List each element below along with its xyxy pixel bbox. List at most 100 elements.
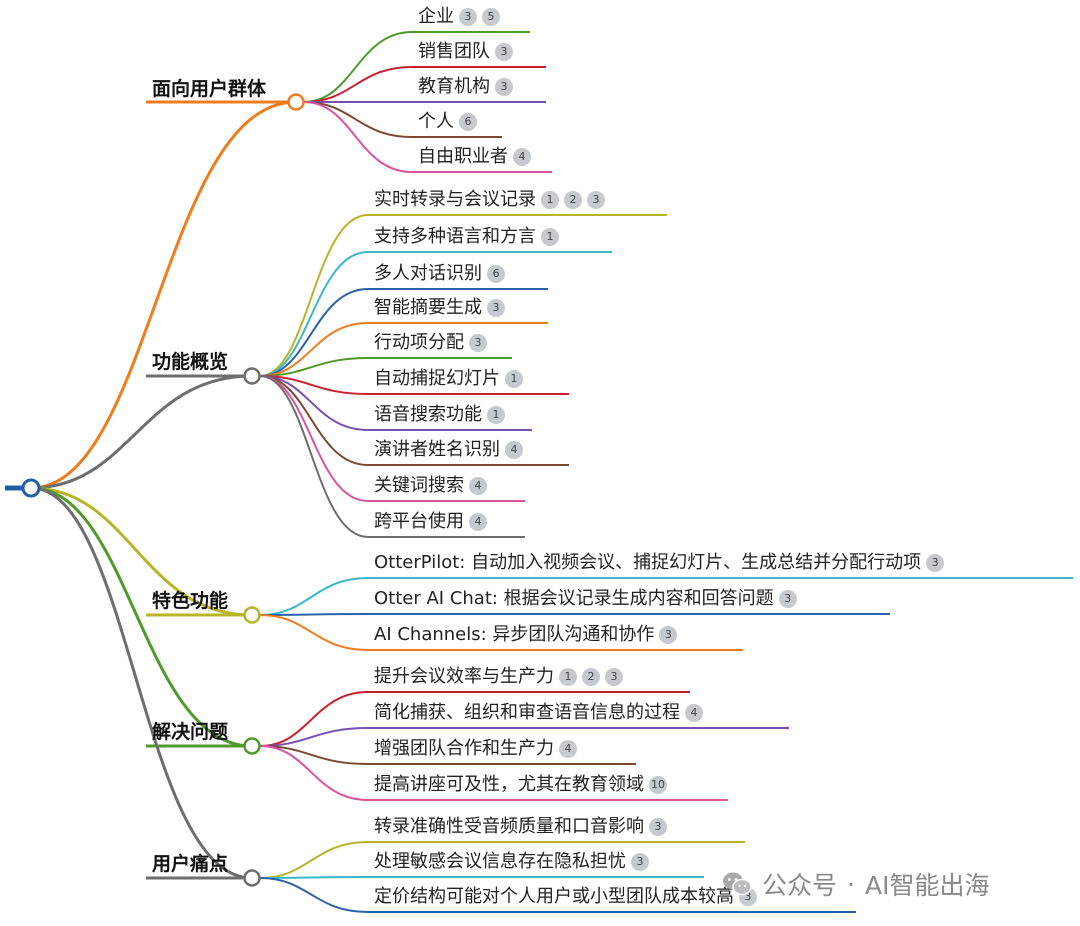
reference-badge: 5 bbox=[482, 8, 500, 26]
leaf-node[interactable]: 处理敏感会议信息存在隐私担忧 3 bbox=[374, 851, 649, 873]
leaf-node[interactable]: 行动项分配 3 bbox=[374, 332, 487, 354]
watermark: 公众号 · AI智能出海 bbox=[722, 866, 989, 902]
branch-node[interactable] bbox=[243, 606, 261, 624]
leaf-connector bbox=[303, 66, 413, 103]
leaf-label: 演讲者姓名识别 bbox=[374, 439, 500, 460]
reference-badge: 2 bbox=[582, 668, 600, 686]
branch-label[interactable]: 面向用户群体 bbox=[152, 78, 267, 100]
branch-node[interactable] bbox=[243, 737, 261, 755]
leaf-connector bbox=[259, 375, 369, 502]
branch-label[interactable]: 解决问题 bbox=[152, 721, 229, 743]
reference-badge: 4 bbox=[513, 148, 531, 166]
leaf-connector bbox=[259, 841, 369, 879]
leaf-label: 多人对话识别 bbox=[374, 263, 482, 284]
branch-label[interactable]: 特色功能 bbox=[152, 590, 229, 612]
leaf-node[interactable]: 演讲者姓名识别 4 bbox=[374, 439, 523, 461]
leaf-label: 智能摘要生成 bbox=[374, 297, 482, 318]
leaf-label: 简化捕获、组织和审查语音信息的过程 bbox=[374, 702, 680, 723]
reference-badge: 3 bbox=[459, 8, 477, 26]
branch-node[interactable] bbox=[243, 367, 261, 385]
leaf-label: 关键词搜索 bbox=[374, 475, 464, 496]
reference-badge: 6 bbox=[487, 265, 505, 283]
leaf-label: 定价结构可能对个人用户或小型团队成本较高 bbox=[374, 886, 734, 907]
leaf-label: 增强团队合作和生产力 bbox=[374, 738, 554, 759]
leaf-node[interactable]: 多人对话识别 6 bbox=[374, 263, 505, 285]
leaf-connector bbox=[259, 577, 369, 616]
leaf-connector bbox=[303, 101, 413, 173]
reference-badge: 3 bbox=[605, 668, 623, 686]
reference-badge: 3 bbox=[495, 78, 513, 96]
reference-badge: 1 bbox=[541, 228, 559, 246]
leaf-connector bbox=[259, 288, 369, 377]
branch-node[interactable] bbox=[287, 93, 305, 111]
branch-label[interactable]: 功能概览 bbox=[152, 351, 229, 373]
reference-badge: 3 bbox=[926, 554, 945, 572]
leaf-connector bbox=[259, 745, 369, 765]
leaf-label: 行动项分配 bbox=[374, 332, 464, 353]
reference-badge: 3 bbox=[659, 626, 678, 644]
leaf-node[interactable]: 个人 6 bbox=[418, 111, 477, 133]
leaf-node[interactable]: 增强团队合作和生产力 4 bbox=[374, 738, 577, 760]
reference-badge: 1 bbox=[559, 668, 577, 686]
leaf-connector bbox=[303, 31, 413, 103]
leaf-connector bbox=[259, 357, 369, 377]
reference-badge: 4 bbox=[559, 740, 577, 758]
reference-badge: 3 bbox=[495, 43, 513, 61]
leaf-node[interactable]: 关键词搜索 4 bbox=[374, 475, 487, 497]
leaf-label: 语音搜索功能 bbox=[374, 404, 482, 425]
leaf-connector bbox=[259, 727, 369, 747]
leaf-label: 处理敏感会议信息存在隐私担忧 bbox=[374, 851, 626, 872]
leaf-label: AI Channels: 异步团队沟通和协作 bbox=[374, 624, 655, 645]
branch-node[interactable] bbox=[243, 869, 261, 887]
branch-label[interactable]: 用户痛点 bbox=[152, 853, 229, 875]
leaf-label: 实时转录与会议记录 bbox=[374, 189, 536, 210]
leaf-label: 销售团队 bbox=[418, 41, 490, 62]
leaf-label: 个人 bbox=[418, 111, 454, 132]
branch-connector bbox=[30, 100, 297, 490]
reference-badge: 3 bbox=[631, 853, 649, 871]
watermark-name: AI智能出海 bbox=[864, 871, 990, 900]
branch-connector bbox=[30, 486, 253, 880]
reference-badge: 3 bbox=[469, 334, 487, 352]
leaf-connector bbox=[259, 613, 369, 616]
leaf-connector bbox=[259, 614, 369, 651]
reference-badge: 6 bbox=[459, 113, 477, 131]
leaf-connector bbox=[259, 745, 369, 801]
leaf-connector bbox=[259, 375, 369, 395]
leaf-label: 跨平台使用 bbox=[374, 511, 464, 532]
reference-badge: 1 bbox=[505, 370, 523, 388]
branch-connector bbox=[30, 374, 253, 490]
leaf-label: 提高讲座可及性，尤其在教育领域 bbox=[374, 774, 644, 795]
reference-badge: 4 bbox=[469, 477, 487, 495]
reference-badge: 1 bbox=[487, 406, 505, 424]
reference-badge: 2 bbox=[564, 191, 582, 209]
leaf-connector bbox=[259, 691, 369, 747]
branch-connector bbox=[30, 486, 253, 617]
leaf-node[interactable]: 销售团队 3 bbox=[418, 41, 513, 63]
leaf-connector bbox=[259, 375, 369, 466]
reference-badge: 1 bbox=[541, 191, 559, 209]
leaf-connector bbox=[259, 375, 369, 431]
leaf-connector bbox=[259, 876, 369, 879]
reference-badge: 4 bbox=[505, 441, 523, 459]
leaf-node[interactable]: 语音搜索功能 1 bbox=[374, 404, 505, 426]
root-node[interactable] bbox=[21, 478, 41, 498]
leaf-label: 企业 bbox=[418, 6, 454, 27]
